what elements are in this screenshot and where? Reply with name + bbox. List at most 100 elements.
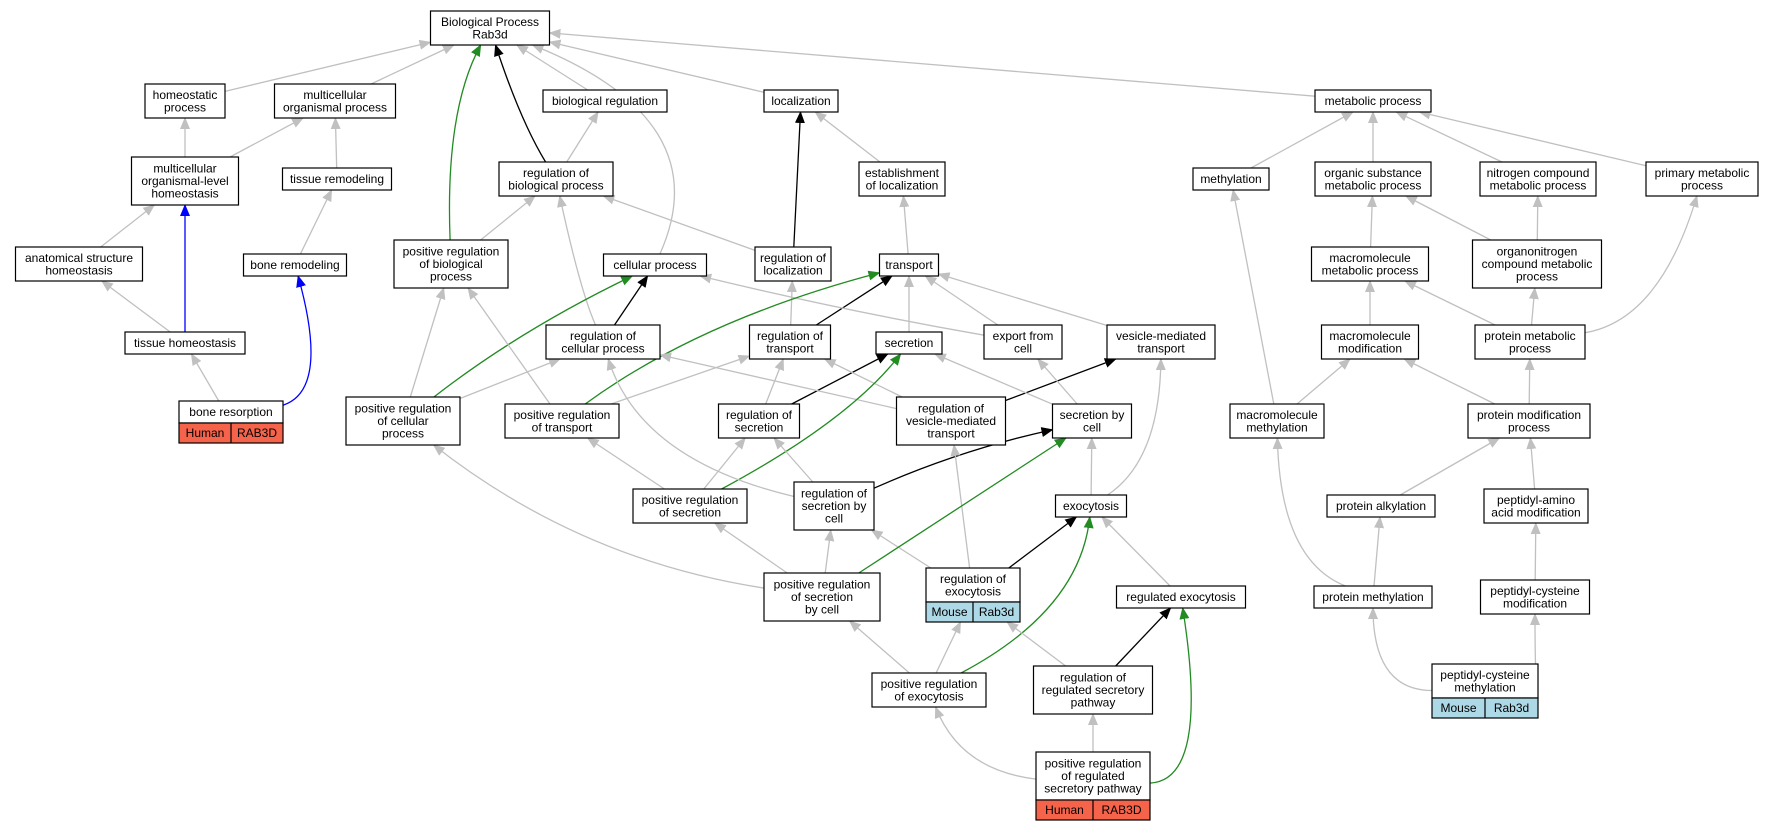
node-metabolic[interactable]: metabolic process: [1314, 89, 1432, 113]
node-transport[interactable]: transport: [878, 253, 940, 277]
edge-protein_modification-to-protein_metabolic: [1524, 358, 1535, 405]
node-cellular-process[interactable]: cellular process: [602, 253, 708, 277]
edge-regulated_exocytosis-to-exocytosis: [1101, 516, 1171, 587]
edge-reg_bio-to-bp: [494, 44, 547, 163]
edge-transport-to-establishment: [899, 195, 910, 255]
node-methylation[interactable]: methylation: [1192, 167, 1270, 191]
node-regulated-exocytosis[interactable]: regulated exocytosis: [1115, 585, 1247, 609]
node-label-line: of cellular: [377, 414, 428, 428]
node-label-line: transport: [927, 427, 975, 441]
edge-reg_cellular-to-cellular_process: [613, 275, 649, 326]
node-label-line: biological process: [508, 178, 603, 192]
node-protein-methylation[interactable]: protein methylation: [1313, 585, 1433, 609]
edge-peptidyl_cys_meth-to-protein_methylation: [1368, 607, 1433, 692]
edge-metabolic-to-bp: [548, 28, 1316, 97]
node-secretion[interactable]: secretion: [875, 331, 943, 355]
node-label-line: organismal-level: [141, 174, 228, 188]
node-label-line: Rab3d: [472, 27, 507, 41]
node-tissue-homeostasis[interactable]: tissue homeostasis: [124, 331, 246, 355]
edge-anatomical-to-mlh: [100, 204, 156, 248]
edge-pos_reg_secretion-to-secretion: [721, 353, 902, 490]
node-label-line: positive regulation: [642, 493, 739, 507]
node-label-line: transport: [766, 341, 814, 355]
node-label-line: regulation of: [570, 329, 637, 343]
node-label-line: bone resorption: [189, 405, 272, 419]
node-label-line: secretion: [885, 336, 934, 350]
species-label: Human: [186, 426, 225, 440]
edge-pos_reg_transport-to-reg_transport: [610, 354, 751, 405]
edge-protein_metabolic-to-primary_metabolic: [1584, 195, 1699, 334]
edge-methylation-to-metabolic: [1250, 111, 1354, 169]
edge-homeostatic-to-bp: [224, 39, 432, 93]
edge-pos_reg_sec_cell-to-pos_reg_cellular: [432, 444, 765, 589]
node-localization[interactable]: localization: [763, 89, 839, 113]
edge-pos_reg_bio-to-reg_bio: [480, 195, 536, 241]
node-label-line: modification: [1503, 596, 1567, 610]
node-label-line: nitrogen compound: [1487, 166, 1590, 180]
edge-reg_regulated_secretory-to-regulated_exocytosis: [1115, 607, 1172, 667]
node-label-line: homeostasis: [151, 187, 218, 201]
edge-pos_reg_exocytosis-to-exocytosis: [960, 516, 1094, 674]
node-label-line: positive regulation: [403, 245, 500, 259]
node-label-line: methylation: [1200, 172, 1261, 186]
node-label-line: cell: [1083, 420, 1101, 434]
edge-pos_reg_sec_cell-to-reg_secretion_cell: [824, 529, 835, 574]
edge-pos_reg_cellular-to-cellular_process: [433, 275, 634, 398]
node-label-line: of transport: [532, 420, 593, 434]
edge-reg_localization-to-localization: [793, 111, 805, 248]
edge-peptidyl_amino-to-protein_modification: [1526, 437, 1537, 490]
node-exocytosis[interactable]: exocytosis: [1054, 494, 1128, 518]
node-bone-remodeling[interactable]: bone remodeling: [242, 253, 348, 277]
node-biological-regulation[interactable]: biological regulation: [542, 89, 668, 113]
edge-secretion_by_cell-to-secretion: [933, 353, 1053, 405]
edge-protein_modification-to-macro_modification: [1403, 358, 1496, 405]
node-label-line: transport: [885, 258, 933, 272]
node-protein-alkylation[interactable]: protein alkylation: [1326, 494, 1436, 518]
node-tissue-remodeling[interactable]: tissue remodeling: [281, 167, 393, 191]
node-label-line: metabolic process: [1322, 263, 1419, 277]
node-label-line: process: [1516, 270, 1558, 284]
node-label-line: metabolic process: [1325, 178, 1422, 192]
